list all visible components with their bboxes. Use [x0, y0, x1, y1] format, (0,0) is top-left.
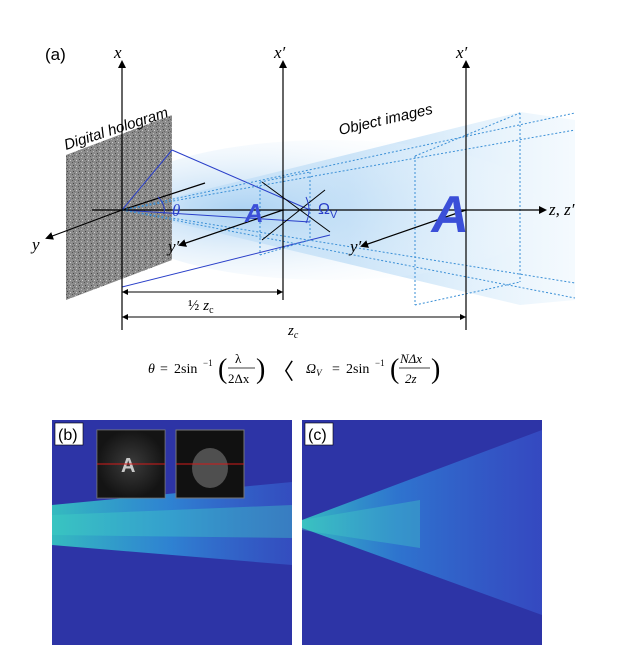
- formula-theta: θ: [148, 362, 155, 377]
- omega-label: ΩV: [318, 201, 338, 221]
- formula-paren-open-2: (: [390, 354, 399, 385]
- object-letter-small: A: [243, 198, 266, 228]
- panel-a: (a): [30, 43, 576, 341]
- panel-c-beam-core: [302, 500, 420, 548]
- inset-2-blur: [192, 448, 228, 488]
- half-distance-arrow-left: [122, 289, 128, 295]
- formula-paren-close-2: ): [431, 354, 440, 385]
- object-images-label: Object images: [337, 101, 435, 139]
- theta-arc: [157, 196, 165, 215]
- panel-c-label: (c): [308, 427, 327, 444]
- formula-exponent-1: −1: [203, 358, 213, 368]
- theta-label: θ: [172, 201, 180, 220]
- panel-b-label-box: [54, 422, 84, 446]
- formula-coef-2: 2sin: [346, 362, 369, 377]
- formula-relation: 〈: [272, 359, 294, 384]
- axis-x-prime-2-label: x′: [455, 43, 468, 62]
- formula-exponent-2: −1: [375, 358, 385, 368]
- panel-b-label: (b): [58, 427, 78, 444]
- axis-x-prime-1-label: x′: [273, 43, 286, 62]
- hologram-diagonal: [121, 182, 206, 211]
- axis-y-prime-2: [360, 209, 467, 248]
- axis-y: [45, 209, 123, 240]
- formula-coef-1: 2sin: [174, 362, 197, 377]
- ray-upper: [121, 149, 173, 211]
- panel-b-beam: [52, 482, 292, 565]
- formula-omega: ΩV: [306, 362, 323, 378]
- formula-right-numerator: NΔx: [399, 351, 422, 366]
- half-distance-arrow-right: [277, 289, 283, 295]
- axis-z-label: z, z′: [548, 200, 575, 219]
- panel-a-label: (a): [45, 45, 66, 64]
- axis-y-label: y: [30, 235, 40, 254]
- formula-left-denominator: 2Δx: [228, 371, 250, 386]
- formula: θ = 2sin −1 ( λ 2Δx ) 〈 ΩV = 2sin −1 ( N…: [148, 351, 440, 386]
- panel-c: (c): [302, 420, 542, 645]
- formula-paren-open-1: (: [218, 354, 227, 385]
- digital-hologram-plane: [66, 115, 172, 300]
- panel-b-beam-core: [52, 505, 292, 538]
- formula-equals-1: =: [160, 362, 168, 377]
- full-distance-label: zc: [287, 323, 299, 341]
- omega-line-2: [261, 189, 326, 241]
- full-distance-arrow-right: [460, 314, 466, 320]
- formula-paren-close-1: ): [256, 354, 265, 385]
- panel-c-beam: [302, 430, 542, 615]
- omega-arc: [305, 196, 310, 224]
- formula-equals-2: =: [332, 362, 340, 377]
- formula-left-numerator: λ: [235, 351, 242, 366]
- panel-c-label-box: [304, 422, 334, 446]
- axis-y-prime-1-label: y′: [166, 237, 180, 256]
- projection-lines: [121, 112, 576, 306]
- axis-y-prime-1: [178, 209, 284, 247]
- formula-right-denominator: 2z: [405, 371, 417, 386]
- omega-line-1: [261, 181, 331, 233]
- ray-lower: [121, 209, 311, 223]
- axis-y-prime-2-label: y′: [348, 237, 362, 256]
- full-distance-arrow-left: [122, 314, 128, 320]
- panel-b: (b) A: [52, 420, 292, 645]
- axis-x-label: x: [113, 43, 122, 62]
- inset-1-letter: A: [121, 455, 135, 477]
